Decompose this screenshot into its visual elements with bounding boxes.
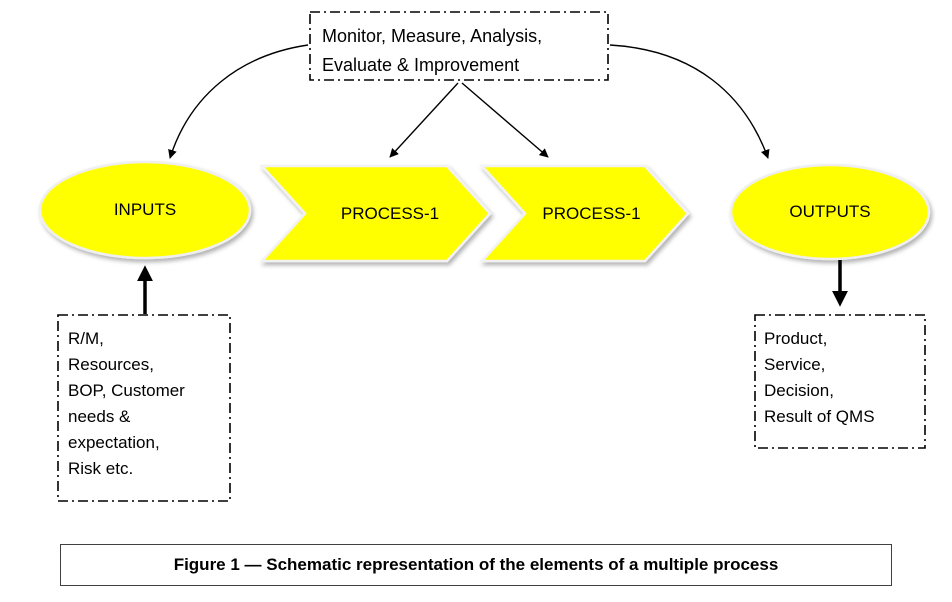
outputs-detail-box-outline <box>754 314 926 449</box>
outputs-detail-text: Product, Service, Decision, Result of QM… <box>764 329 875 426</box>
inputs-ellipse <box>38 160 252 260</box>
monitor-to-inputs-arrow <box>168 44 309 159</box>
monitor-box-text: Monitor, Measure, Analysis, Evaluate & I… <box>322 26 543 75</box>
inputs-label: INPUTS <box>113 200 177 219</box>
process2-chevron <box>479 164 690 263</box>
monitor-box-outline <box>309 11 609 81</box>
process2-label: PROCESS-1 <box>542 203 641 223</box>
outputs-ellipse <box>729 163 931 261</box>
inputs-detail-box-outline <box>57 314 231 502</box>
monitor-to-outputs-arrow <box>609 44 770 159</box>
monitor-to-process2-arrow <box>461 82 549 158</box>
figure-caption: Figure 1 — Schematic representation of t… <box>60 544 892 586</box>
outputs-label: OUTPUTS <box>789 202 871 221</box>
process1-chevron <box>259 164 492 263</box>
monitor-to-process1-arrow <box>389 82 459 158</box>
inputs-detail-text: R/M, Resources, BOP, Customer needs & ex… <box>68 329 185 478</box>
process1-label: PROCESS-1 <box>340 203 440 223</box>
